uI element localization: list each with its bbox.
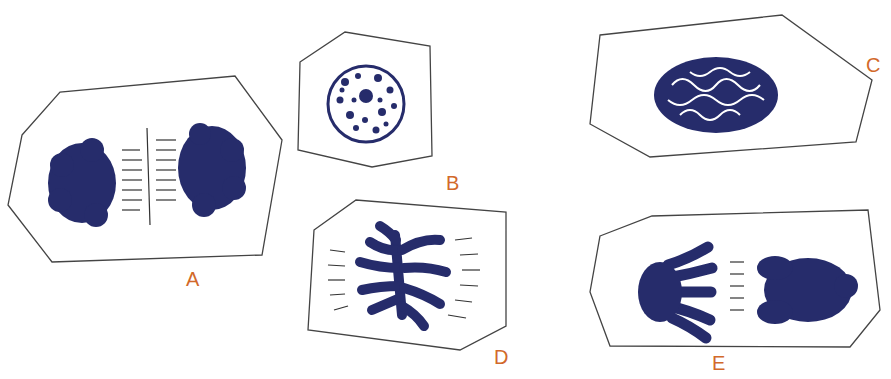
- cell-outline: [298, 32, 432, 167]
- cell-outline: [8, 76, 282, 262]
- cell-outline: [308, 200, 506, 350]
- stage-label: D: [494, 346, 508, 368]
- nucleus: [328, 66, 404, 142]
- chromosomes: [360, 226, 446, 326]
- cell-outline: [590, 15, 872, 157]
- stage-label: C: [866, 54, 880, 76]
- stage-label: A: [186, 268, 199, 290]
- cell-outline: [590, 210, 880, 347]
- spindle-fibres: [730, 262, 744, 310]
- chromatin-mass: [638, 256, 858, 324]
- stage-label: B: [446, 172, 459, 194]
- stage-label: E: [712, 352, 725, 374]
- spindle-fibres: [328, 238, 480, 318]
- condensing-chromatin: [654, 57, 778, 133]
- chromatin-mass: [48, 123, 246, 227]
- spindle-fibres: [122, 128, 176, 225]
